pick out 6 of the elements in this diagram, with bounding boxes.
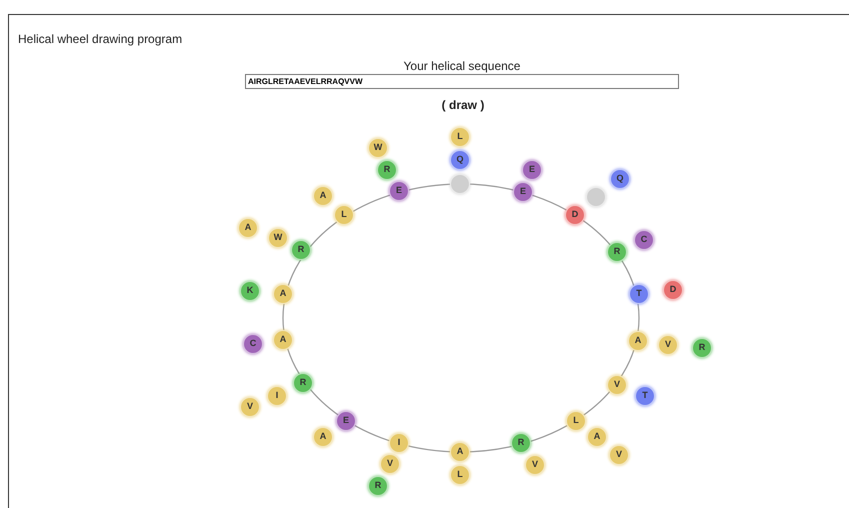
residue-marker — [586, 187, 606, 207]
residue-marker — [450, 174, 470, 194]
draw-button: ( draw ) — [428, 96, 498, 114]
page-title: Helical wheel drawing program — [18, 31, 182, 48]
sequence-input-field: AIRGLRETAAEVELRRAQVVW — [245, 74, 679, 89]
field-label: Your helical sequence — [402, 59, 522, 73]
